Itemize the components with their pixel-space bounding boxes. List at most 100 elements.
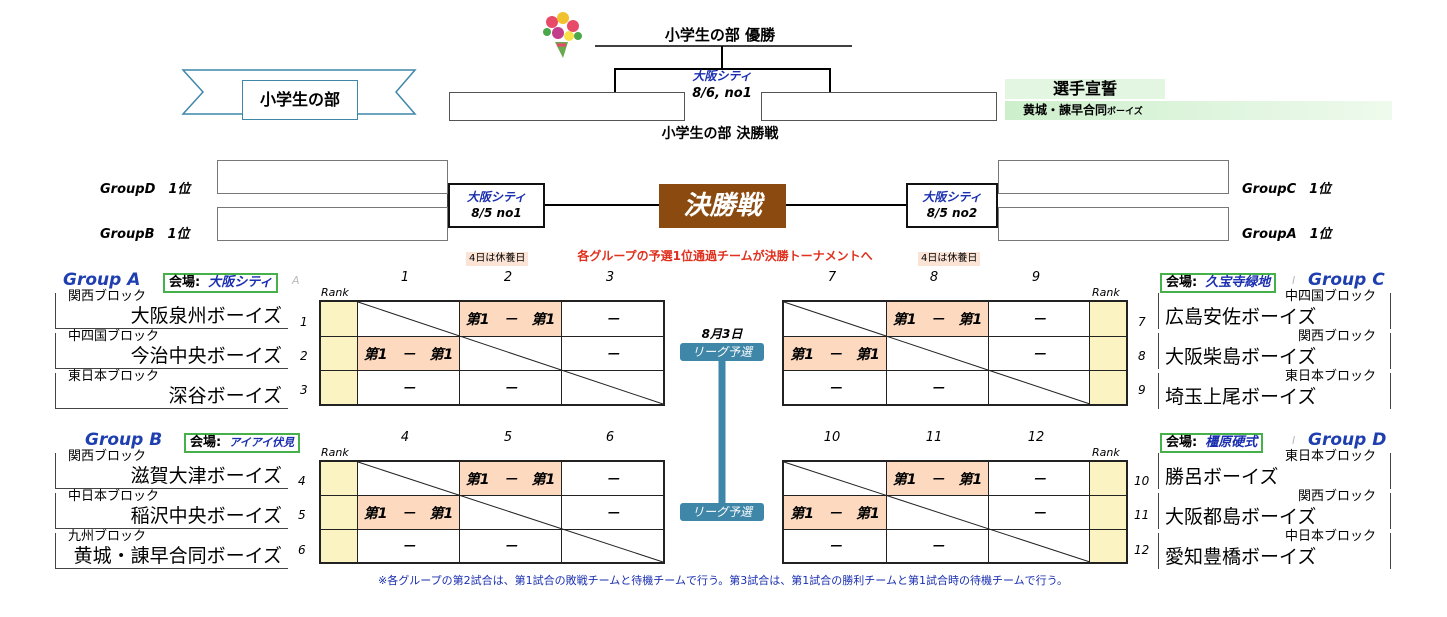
group-c-col-8: 8 — [929, 270, 939, 285]
team-a2-name: 今治中央ボーイズ — [130, 345, 282, 367]
group-b-grid — [319, 460, 665, 564]
group-c-m98: － — [930, 380, 945, 397]
team-a3: 東日本ブロック 深谷ボーイズ — [55, 369, 288, 409]
team-c8-name: 大阪柴島ボーイズ — [1165, 346, 1317, 368]
team-a2-num: 2 — [300, 349, 308, 363]
group-c-venue: 会場: 久宝寺緑地 — [1160, 273, 1277, 293]
semi-left-date: 8/5 no1 — [471, 206, 522, 220]
group-a-rank-label: Rank — [321, 286, 349, 299]
semi-left-box: 大阪シティ 8/5 no1 — [448, 183, 545, 228]
group-a-m23: － — [605, 346, 620, 363]
group-b-rank-col — [321, 462, 357, 562]
group-c-col-9: 9 — [1031, 270, 1041, 285]
group-a-m12: 第1 － 第1 — [460, 302, 561, 336]
semi-slot-right-bottom — [998, 207, 1229, 241]
group-d-m1011: 第1 － 第1 — [887, 462, 988, 495]
group-a-title: Group A — [63, 270, 141, 290]
team-d12-name: 愛知豊橋ボーイズ — [1165, 546, 1317, 568]
team-d10: 東日本ブロック 勝呂ボーイズ — [1158, 450, 1391, 489]
group-a-m21: 第1 － 第1 — [358, 337, 459, 370]
group-c-rank-col — [1090, 302, 1126, 404]
team-a1-block: 関西ブロック — [68, 289, 147, 304]
final-slot-right — [761, 92, 997, 121]
team-a3-block: 東日本ブロック — [68, 369, 160, 384]
group-c-grid — [782, 300, 1128, 406]
team-a1-num: 1 — [300, 315, 308, 329]
team-b6-block: 九州ブロック — [68, 529, 147, 544]
group-a-mark: A — [292, 274, 300, 287]
group-a-col-2: 2 — [503, 270, 513, 285]
semi-left-venue: 大阪シティ — [466, 190, 527, 204]
group-d-grid — [782, 460, 1128, 564]
group-b-col-5: 5 — [503, 430, 513, 445]
team-c7-name: 広島安佐ボーイズ — [1165, 306, 1317, 328]
semi-right-date: 8/5 no2 — [926, 206, 978, 220]
group-d-col-10: 10 — [823, 430, 841, 445]
team-c7: 中四国ブロック 広島安佐ボーイズ — [1158, 289, 1391, 329]
semi-right-venue: 大阪シティ — [922, 190, 982, 204]
group-c-m79: － — [1032, 312, 1046, 328]
group-a-rank-col — [321, 302, 357, 404]
group-d-rank-label: Rank — [1092, 446, 1120, 459]
team-c9-name: 埼玉上尾ボーイズ — [1165, 386, 1317, 408]
team-c7-block: 中四国ブロック — [1284, 289, 1376, 304]
group-c-rank-label: Rank — [1092, 286, 1120, 299]
group-a-venue: 会場: 大阪シティ — [163, 273, 279, 293]
group-d-venue-name: 橿原硬式 — [1205, 435, 1258, 450]
group-b-col-4: 4 — [400, 430, 410, 445]
team-b5: 中日本ブロック 稲沢中央ボーイズ — [55, 490, 288, 529]
group-b-m54: 第1 － 第1 — [358, 496, 459, 529]
group-c-venue-name: 久宝寺緑地 — [1205, 275, 1271, 290]
group-b-m56: － — [605, 505, 620, 522]
group-c-mark: I — [1292, 274, 1296, 287]
group-c-m89: － — [1032, 346, 1046, 363]
team-d12-block: 中日本ブロック — [1284, 529, 1376, 544]
group-b-m64: － — [401, 539, 416, 555]
team-a3-name: 深谷ボーイズ — [168, 385, 282, 407]
team-d11: 関西ブロック 大阪都島ボーイズ — [1158, 490, 1391, 529]
team-d10-num: 10 — [1134, 474, 1150, 488]
final-slot-left — [449, 92, 685, 121]
group-b-venue: 会場: アイアイ伏見 — [184, 433, 301, 453]
seed-left-top: GroupD 1位 — [100, 182, 191, 197]
group-c-title: Group C — [1308, 270, 1385, 290]
group-b-m65: － — [503, 539, 518, 555]
team-a2: 中四国ブロック 今治中央ボーイズ — [55, 330, 288, 369]
team-a1-name: 大阪泉州ボーイズ — [130, 305, 282, 327]
bouquet-icon — [543, 12, 582, 58]
group-c-m97: － — [828, 380, 842, 397]
team-b4-num: 4 — [298, 474, 306, 488]
team-b4-block: 関西ブロック — [68, 449, 147, 464]
semi-slot-left-bottom — [217, 207, 448, 241]
group-d-col-12: 12 — [1027, 430, 1045, 445]
team-d10-name: 勝呂ボーイズ — [1165, 466, 1279, 488]
semi-right-box: 大阪シティ 8/5 no2 — [906, 183, 998, 228]
team-b4-name: 滋賀大津ボーイズ — [130, 465, 282, 487]
team-c9-block: 東日本ブロック — [1284, 369, 1376, 384]
group-c-m78: 第1 － 第1 — [887, 302, 988, 336]
group-c-venue-label: 会場: — [1166, 275, 1198, 290]
group-b-title: Group B — [85, 430, 163, 450]
team-b4: 関西ブロック 滋賀大津ボーイズ — [55, 449, 288, 489]
group-a-col-1: 1 — [400, 270, 410, 285]
group-d-m1210: － — [828, 539, 842, 555]
team-d12: 中日本ブロック 愛知豊橋ボーイズ — [1158, 529, 1391, 569]
team-d11-num: 11 — [1134, 508, 1150, 522]
team-c9: 東日本ブロック 埼玉上尾ボーイズ — [1158, 369, 1391, 409]
team-b6: 九州ブロック 黄城・諌早合同ボーイズ — [55, 529, 288, 569]
seed-left-bottom: GroupB 1位 — [100, 227, 190, 242]
team-c8: 関西ブロック 大阪柴島ボーイズ — [1158, 330, 1391, 369]
group-b-venue-label: 会場: — [190, 435, 222, 450]
group-a-venue-label: 会場: — [169, 275, 201, 290]
team-d12-num: 12 — [1134, 543, 1150, 557]
semi-slot-right-top — [998, 160, 1229, 194]
league-label-top: リーグ予選 — [680, 343, 764, 361]
league-label-bottom: リーグ予選 — [680, 503, 764, 521]
group-a-venue-name: 大阪シティ — [208, 275, 273, 290]
team-b6-num: 6 — [298, 543, 306, 557]
group-b-venue-name: アイアイ伏見 — [229, 436, 295, 449]
group-d-rank-col — [1090, 462, 1126, 562]
group-d-title: Group D — [1308, 430, 1387, 450]
seed-right-bottom: GroupA 1位 — [1242, 227, 1332, 242]
final-label: 決勝戦 — [659, 184, 786, 228]
